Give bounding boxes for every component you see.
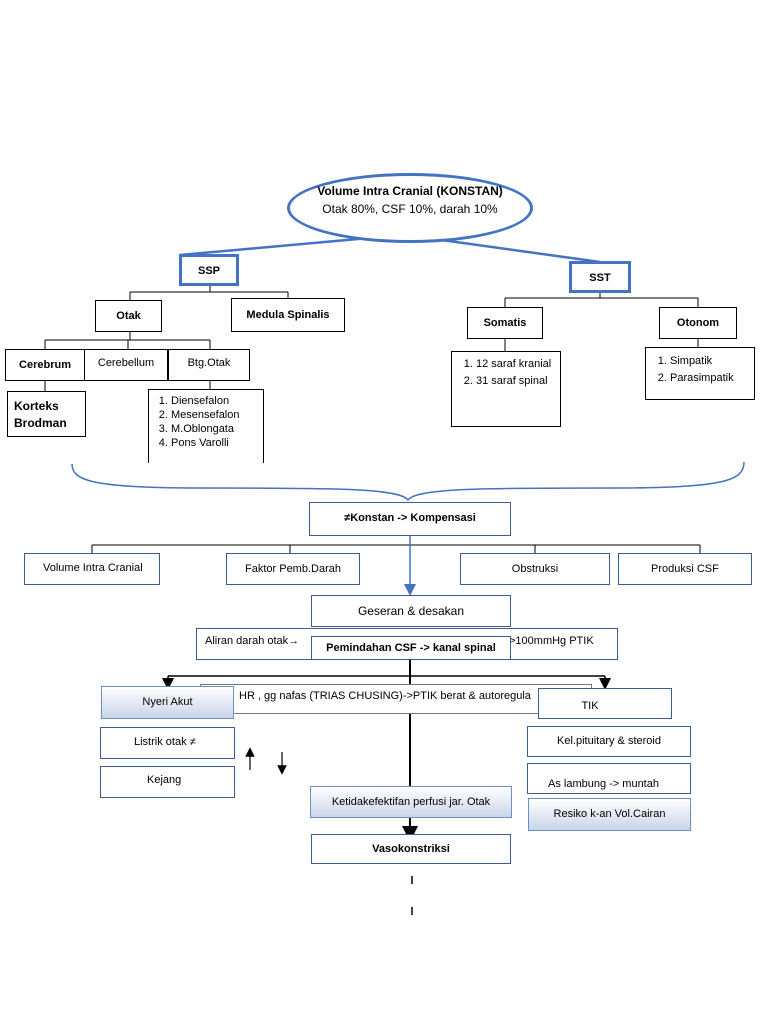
tik-box: TIK [538,688,672,719]
root-subtitle: Otak 80%, CSF 10%, darah 10% [322,202,498,216]
korteks-label: Korteks Brodman [14,399,67,430]
otonom-item: Simpatik [670,353,748,370]
kejang-label: Kejang [147,774,182,786]
cerebrum-box: Cerebrum [5,349,85,381]
btg-otak-list: Diensefalon Mesensefalon M.Oblongata Pon… [148,389,264,463]
medula-box: Medula Spinalis [231,298,345,332]
nyeri-box: Nyeri Akut [101,686,234,719]
listrik-label: Listrik otak ≠ [134,736,196,748]
aliran-label: Aliran darah otak [205,635,289,647]
otonom-box: Otonom [659,307,737,339]
arrow-right-icon: → [288,635,300,647]
listrik-box: Listrik otak ≠ [100,727,235,759]
somatis-box: Somatis [467,307,543,339]
ptik-label: >100mmHg PTIK [509,635,594,647]
hr-box: HR , gg nafas (TRIAS CHUSING)->PTIK bera… [200,684,592,714]
btg-item: Mesensefalon [171,408,259,422]
korteks-box: Korteks Brodman [7,391,86,437]
obstruksi-box: Obstruksi [460,553,610,585]
produksi-label: Produksi CSF [651,563,719,575]
vol-cranial-box: Volume Intra Cranial [24,553,160,585]
somatis-list: 12 saraf kranial 31 saraf spinal [451,351,561,427]
otak-box: Otak [95,300,162,332]
pituitary-box: Kel.pituitary & steroid [527,726,691,757]
kejang-box: Kejang [100,766,235,798]
lambung-label: As lambung -> muntah [548,778,659,790]
ketidak-box: Ketidakefektifan perfusi jar. Otak [310,786,512,818]
vaso-box: Vasokonstriksi [311,834,511,864]
somatis-item: 31 saraf spinal [476,373,554,390]
geseran-box: Geseran & desakan [311,595,511,627]
ssp-box: SSP [179,254,239,286]
produksi-box: Produksi CSF [618,553,752,585]
faktor-box: Faktor Pemb.Darah [226,553,360,585]
btg-item: Pons Varolli [171,436,259,450]
lambung-box: As lambung -> muntah [527,763,691,794]
root-ellipse: Volume Intra Cranial (KONSTAN) Otak 80%,… [287,173,533,243]
cerebellum-box: Cerebellum [85,349,168,381]
sst-box: SST [569,261,631,293]
resiko-box: Resiko k-an Vol.Cairan [528,798,691,831]
btg-otak-box: Btg.Otak [168,349,250,381]
btg-item: Diensefalon [171,394,259,408]
vol-cranial-label: Volume Intra Cranial [43,562,143,574]
root-title: Volume Intra Cranial (KONSTAN) [317,184,503,198]
hr-label: HR , gg nafas (TRIAS CHUSING)->PTIK bera… [239,690,531,702]
btg-item: M.Oblongata [171,422,259,436]
somatis-item: 12 saraf kranial [476,356,554,373]
otonom-list: Simpatik Parasimpatik [645,347,755,400]
pemindahan-box: Pemindahan CSF -> kanal spinal [311,636,511,660]
konstan-box: ≠Konstan -> Kompensasi [309,502,511,536]
otonom-item: Parasimpatik [670,370,748,387]
